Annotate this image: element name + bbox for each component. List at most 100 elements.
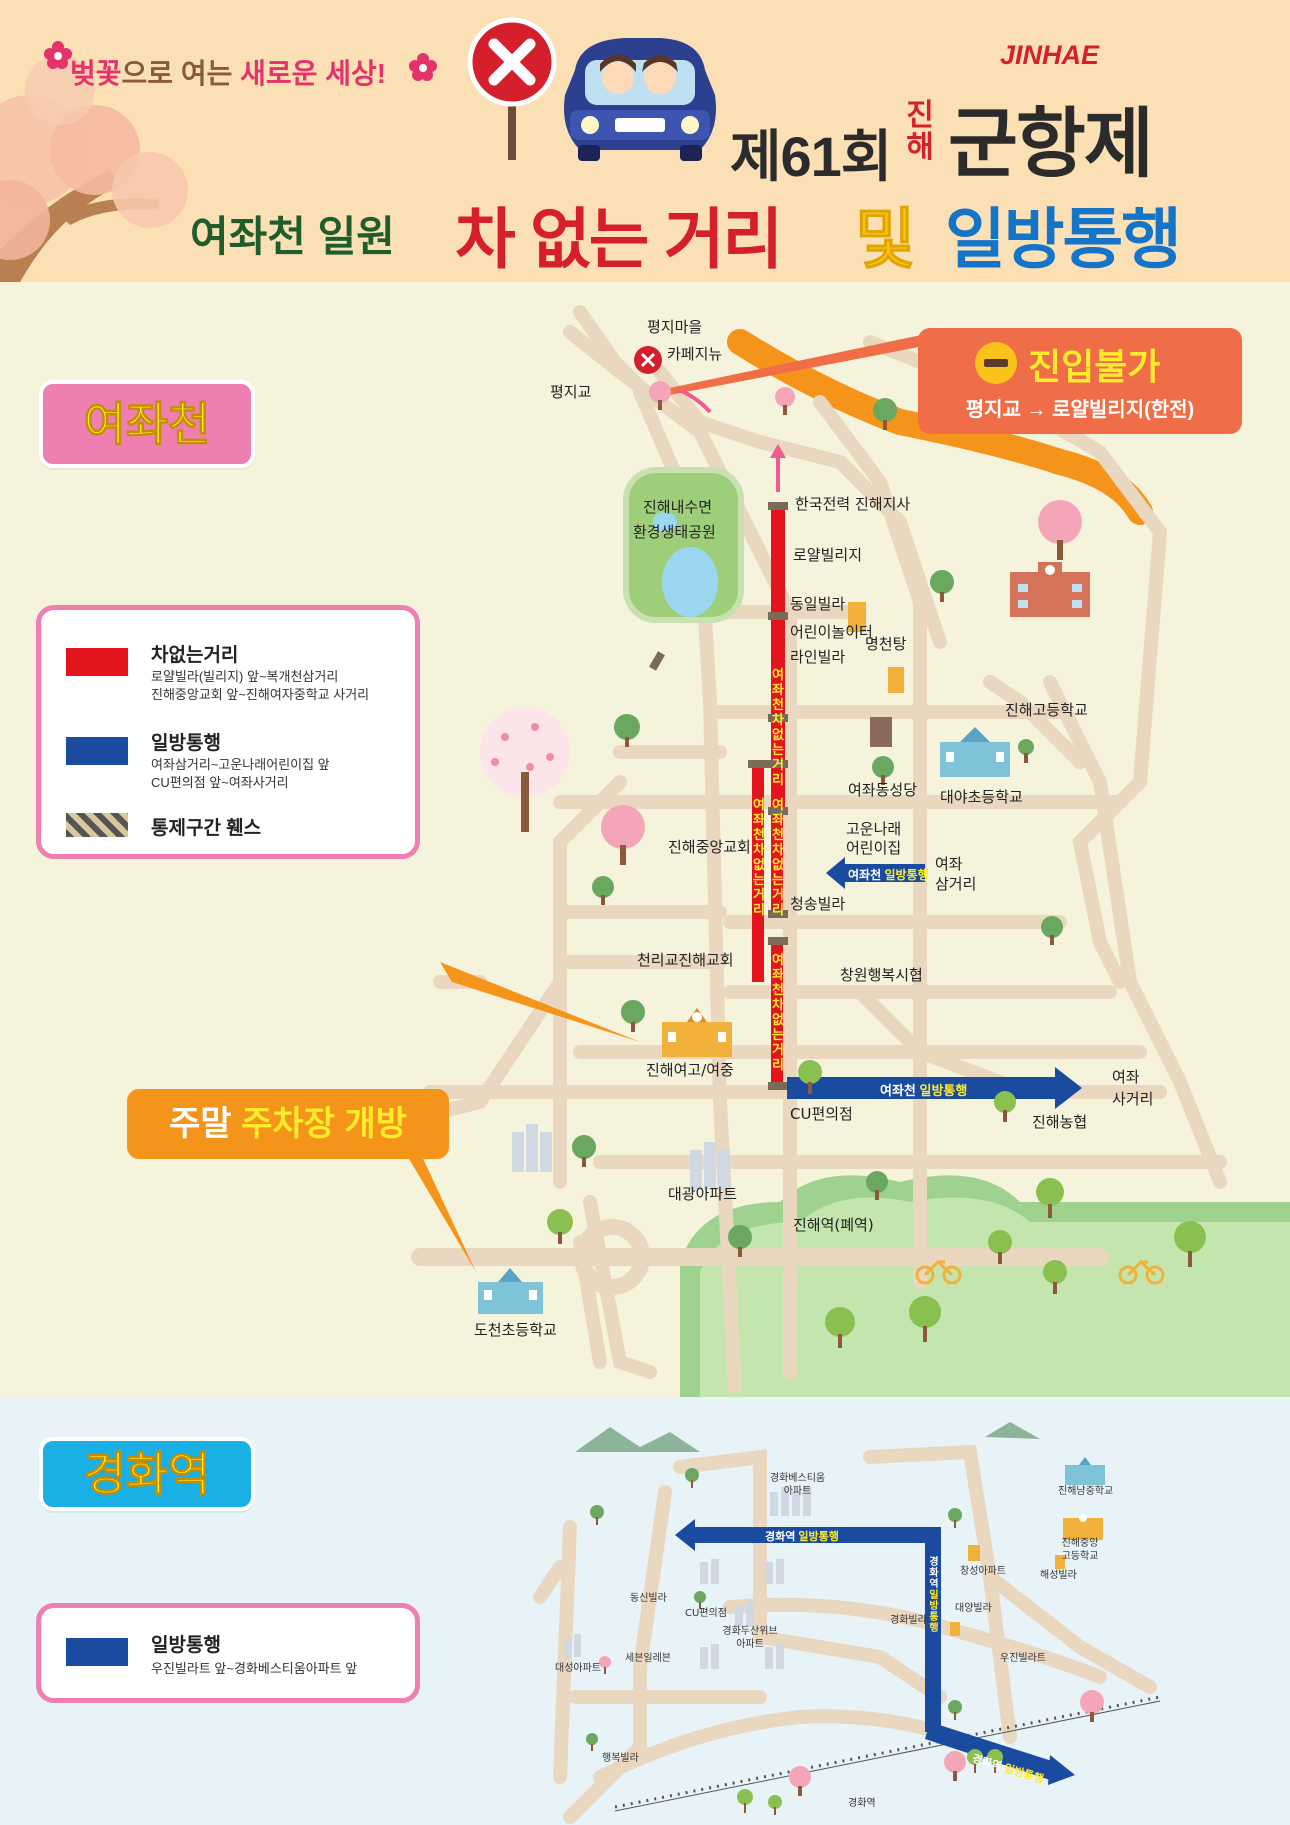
label-cheongsong-villa: 청송빌라 xyxy=(790,895,846,913)
legend-desc-station-oneway: 우진빌라트 앞~경화베스티움아파트 앞 xyxy=(151,1661,358,1676)
station-oneway-label-2: 경화역 일방통행 xyxy=(929,1557,939,1634)
label-central-church: 진해중앙교회 xyxy=(668,838,751,856)
label-jinhae-high: 진해고등학교 xyxy=(1005,701,1088,719)
legend-yeojwacheon: 차없는거리 로얄빌라(빌리지) 앞~복개천삼거리 진해중앙교회 앞~진해여자중학… xyxy=(36,605,420,859)
gyeonghwa-station-map: 경화역 일방통행 우진빌라트 앞~경화베스티움아파트 앞 경화역 일방통행 경화… xyxy=(0,1397,1290,1825)
no-entry-title: 진입불가 xyxy=(1028,346,1161,387)
subtitle-oneway: 일방통행 xyxy=(945,202,1182,276)
label-daesung-apt: 대성아파트 xyxy=(555,1663,601,1674)
road-network xyxy=(405,305,1290,1397)
car-icon xyxy=(564,38,716,161)
fence-markers xyxy=(649,502,788,1090)
no-entry-pointer xyxy=(660,330,945,395)
tree-icons xyxy=(586,1468,1104,1815)
subtitle-and: 및 xyxy=(855,202,917,277)
header-background-art xyxy=(0,17,716,282)
parking-highlight: 주차장 개방 xyxy=(241,1105,407,1143)
no-entry-route: 평지교 → 로얄빌리지(한전) xyxy=(965,399,1195,421)
car-free-street-mid-left xyxy=(752,762,764,982)
label-line-villa: 라인빌라 xyxy=(790,648,846,666)
label-daeya-elem: 대야초등학교 xyxy=(940,788,1023,806)
yeojwacheon-map: 여좌천 차없는거리 로얄빌라(빌리지) 앞~복개천삼거리 진해중앙교회 앞~진해… xyxy=(0,282,1290,1397)
label-yeojwa-sageori-2: 사거리 xyxy=(1112,1090,1154,1108)
section-title-yeojwacheon: 여좌천 xyxy=(39,380,255,468)
legend-swatch-station-oneway xyxy=(66,1638,128,1666)
label-gyeonghwa-villa: 경화빌라 xyxy=(890,1615,927,1626)
jinhae-vertical: 진 해 xyxy=(903,100,937,164)
label-cu: CU편의점 xyxy=(685,1608,727,1619)
roundabout xyxy=(574,1219,650,1295)
blossom-icon xyxy=(44,41,72,69)
expressway xyxy=(727,329,1153,525)
school-building-icon xyxy=(1063,1514,1103,1540)
legend-swatch-fence xyxy=(66,813,128,837)
station-road-network xyxy=(533,1422,1161,1824)
label-cu-store: CU편의점 xyxy=(790,1105,853,1123)
no-entry-icon xyxy=(975,342,1017,384)
mountain-icon xyxy=(985,1422,1040,1439)
slogan-word-open: 으로 여는 xyxy=(121,58,241,89)
label-girls-school: 진해여고/여중 xyxy=(646,1061,734,1079)
label-gounnarae-2: 어린이집 xyxy=(846,839,902,857)
label-woojin-villa: 우진빌라트 xyxy=(1000,1653,1046,1664)
label-cheonri-church: 천리교진해교회 xyxy=(637,951,734,969)
car-free-street-lower xyxy=(771,942,783,1082)
parking-pointer-1 xyxy=(440,962,640,1042)
parking-callout: 주말 주차장 개방 xyxy=(127,1089,449,1159)
slogan: 벚꽃으로 여는 새로운 세상! xyxy=(70,52,386,92)
car-free-street-upper xyxy=(771,507,785,807)
oneway-arrow-1 xyxy=(826,857,925,889)
label-yeojwa-sageori-1: 여좌 xyxy=(1112,1068,1140,1086)
subtitle-carfree: 차 없는 거리 xyxy=(455,202,783,276)
legend-title-oneway: 일방통행 xyxy=(151,733,221,754)
label-cafe: 카페지뉴 xyxy=(667,345,723,363)
label-daegwang-apt: 대광아파트 xyxy=(668,1185,738,1203)
blossom-icon xyxy=(409,53,437,81)
festival-title: 군항제 xyxy=(948,102,1154,187)
label-haesung-villa: 해성빌라 xyxy=(1040,1570,1077,1581)
label-pyeongji-bridge: 평지교 xyxy=(550,383,592,401)
label-yeojwa-samgeori-1: 여좌 xyxy=(935,855,963,873)
parking-prefix: 주말 xyxy=(169,1105,242,1143)
legend-desc-oneway-1: 여좌삼거리~고운나래어린이집 앞 xyxy=(151,757,330,772)
label-seaview: 세븐일레븐 xyxy=(625,1653,671,1664)
label-eco-park-2: 환경생태공원 xyxy=(633,523,716,541)
sign-post xyxy=(508,90,516,160)
legend-swatch-carfree xyxy=(66,648,128,676)
label-daeyang-villa: 대양빌라 xyxy=(955,1603,992,1614)
section-title-gyeonghwa: 경화역 xyxy=(39,1437,255,1511)
school-building-icon xyxy=(662,1008,732,1057)
label-gounnarae-1: 고운나래 xyxy=(846,820,902,838)
label-pyeongji-village: 평지마을 xyxy=(647,318,703,336)
building-icon xyxy=(848,602,904,693)
mountain-icon xyxy=(575,1427,700,1452)
label-changsung-apt: 창성아파트 xyxy=(960,1566,1006,1577)
legend-title-station-oneway: 일방통행 xyxy=(151,1635,221,1656)
legend-title-carfree: 차없는거리 xyxy=(151,645,239,666)
school-building-icon xyxy=(1010,562,1090,617)
label-dongsin-villa: 동신빌라 xyxy=(630,1593,667,1604)
label-jinhae-station: 진해역(폐역) xyxy=(793,1216,874,1234)
label-docheon-elem: 도천초등학교 xyxy=(474,1321,557,1339)
car-free-label-upper: 여좌천차없는거리 xyxy=(772,667,784,787)
car-free-label-mid-left: 여좌천차없는거리 xyxy=(753,797,765,917)
label-kepco: 한국전력 진해지사 xyxy=(795,495,911,513)
parking-pointer-2 xyxy=(405,1152,476,1272)
legend-swatch-oneway xyxy=(66,737,128,765)
label-royal-village: 로얄빌리지 xyxy=(793,546,863,564)
hae-char: 해 xyxy=(906,131,934,164)
label-changwon-welfare: 창원행복시협 xyxy=(840,966,923,984)
label-myeongcheontang: 명천탕 xyxy=(865,635,907,653)
jin-char: 진 xyxy=(906,99,934,132)
legend-desc-oneway-2: CU편의점 앞~여좌사거리 xyxy=(151,775,289,790)
label-eco-park-1: 진해내수면 xyxy=(643,498,713,516)
school-building-icon xyxy=(940,727,1010,777)
label-jinhae-nonghyup: 진해농협 xyxy=(1032,1113,1088,1131)
jinhae-english: JINHAE xyxy=(1000,40,1100,70)
label-yeojwa-dongsa: 여좌동성당 xyxy=(848,781,918,799)
legend-desc-carfree-2: 진해중앙교회 앞~진해여자중학교 사거리 xyxy=(151,687,370,702)
